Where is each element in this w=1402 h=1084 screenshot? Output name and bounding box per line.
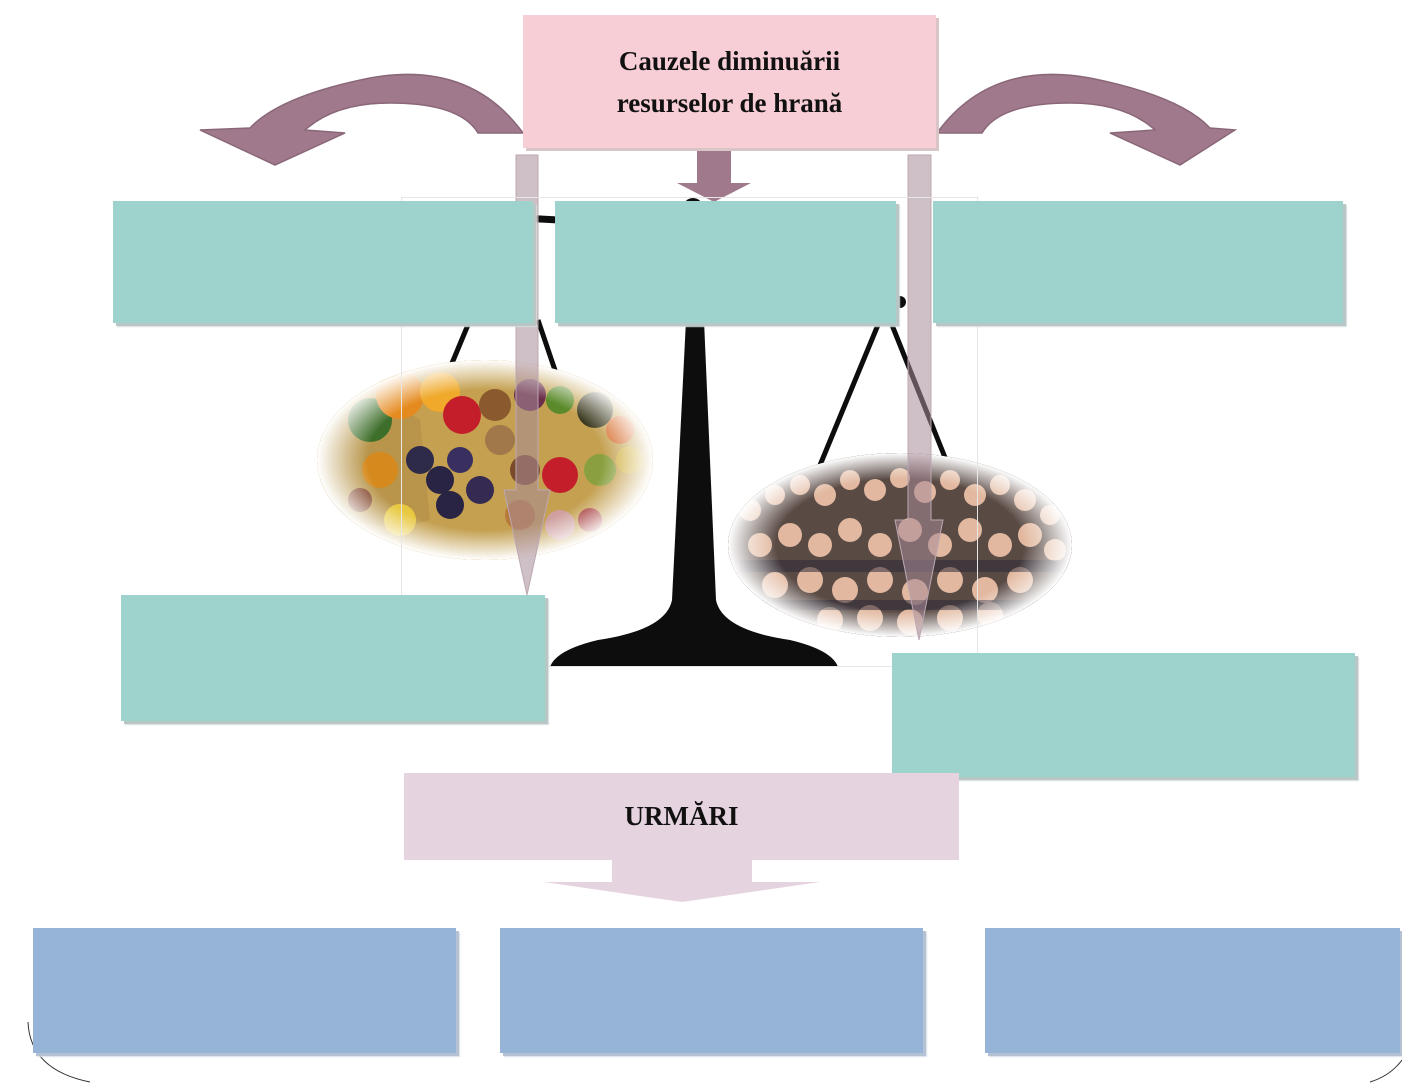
long-down-arrow-left-icon xyxy=(503,154,551,596)
down-arrow-bottom-icon xyxy=(544,860,820,902)
cause-box-1[interactable] xyxy=(113,201,533,323)
title-line-1: Cauzele diminuării xyxy=(618,45,841,76)
title-line-2: resurselor de hrană xyxy=(616,87,843,118)
long-down-arrow-right-icon xyxy=(894,154,944,641)
curved-arrow-left-icon xyxy=(199,73,525,166)
cause-box-2[interactable] xyxy=(555,201,896,323)
consequence-box-2[interactable] xyxy=(500,928,923,1053)
consequence-box-3[interactable] xyxy=(985,928,1400,1053)
down-arrow-center-icon xyxy=(677,148,751,202)
cause-box-4[interactable] xyxy=(121,595,545,721)
cause-box-5[interactable] xyxy=(892,653,1355,777)
cause-box-3[interactable] xyxy=(933,201,1343,323)
image-frame xyxy=(401,197,978,667)
consequences-label: URMĂRI xyxy=(404,773,959,860)
curved-arrow-right-icon xyxy=(935,73,1238,166)
diagram-title: Cauzele diminuării resurselor de hrană xyxy=(523,15,936,148)
page-corner-right xyxy=(1369,1059,1402,1083)
consequence-box-1[interactable] xyxy=(33,928,456,1053)
page-corner-left xyxy=(27,1021,91,1083)
